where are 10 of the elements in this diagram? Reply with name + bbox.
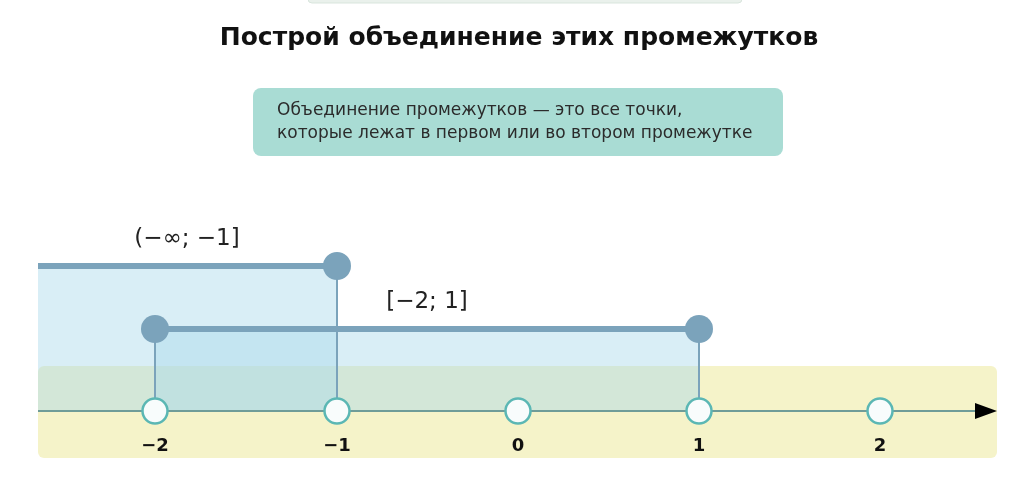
note-text: Объединение промежутков — это все точки, которые лежат в первом или во втором промежутке [277,98,754,144]
tick-label: −1 [323,434,351,456]
tick-label: 1 [692,434,706,456]
tick-label: −2 [141,434,169,456]
tick-label: 0 [511,434,525,456]
tick-label: 2 [873,434,887,456]
heading: Построй объединение этих промежутков [219,22,819,52]
interval-label: [−2; 1] [386,286,468,314]
interval-label: (−∞; −1] [134,223,240,251]
note-box [253,88,783,156]
